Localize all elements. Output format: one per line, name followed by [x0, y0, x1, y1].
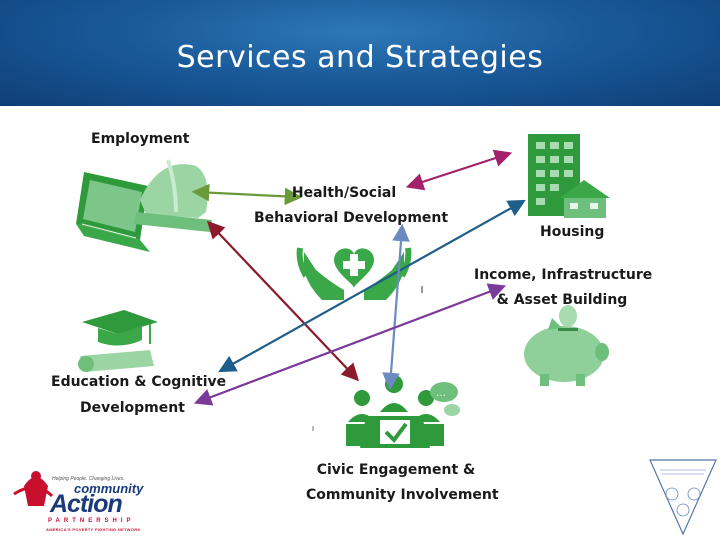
logo-word-community: community — [74, 481, 144, 496]
education-label-line1: Education & Cognitive — [51, 374, 227, 390]
building-house-icon — [528, 134, 610, 218]
civic-label-line2: Community Involvement — [306, 487, 499, 503]
civic-label-line1: Civic Engagement & — [316, 462, 476, 478]
arrow-health-civic — [382, 223, 410, 391]
triangle-emblem — [649, 459, 717, 536]
logo-word-partnership: PARTNERSHIP — [48, 518, 135, 524]
logo-tagline: Helping People. Changing Lives. — [52, 476, 125, 482]
income-label-line2: & Asset Building — [496, 292, 628, 308]
page-title: Services and Strategies — [176, 40, 544, 75]
laptop-hardhat-icon — [76, 159, 212, 252]
health-label-line1: Health/Social — [291, 185, 397, 201]
arrow-health-housing — [405, 149, 513, 191]
logo-word-action: Action — [50, 490, 123, 518]
education-label-line2: Development — [80, 400, 185, 416]
logo-subtitle: AMERICA'S POVERTY FIGHTING NETWORK — [46, 527, 141, 532]
arrow-education-income — [193, 283, 507, 406]
income-label-line1: Income, Infrastructure — [474, 267, 653, 283]
svg-text:…: … — [436, 388, 446, 399]
arrow-education-housing — [218, 199, 526, 373]
title-banner: Services and Strategies — [0, 0, 720, 106]
employment-label: Employment — [91, 131, 190, 147]
graduation-cap-icon — [78, 310, 158, 372]
arrow-employment-civic — [206, 220, 360, 382]
arrow-employment-health — [191, 183, 303, 206]
piggy-bank-icon — [524, 305, 609, 386]
housing-label: Housing — [540, 224, 605, 240]
meeting-people-icon: … — [346, 375, 460, 448]
health-label-line2: Behavioral Development — [254, 210, 449, 226]
community-action-logo-mark — [13, 471, 54, 506]
connection-arrows — [191, 149, 526, 431]
